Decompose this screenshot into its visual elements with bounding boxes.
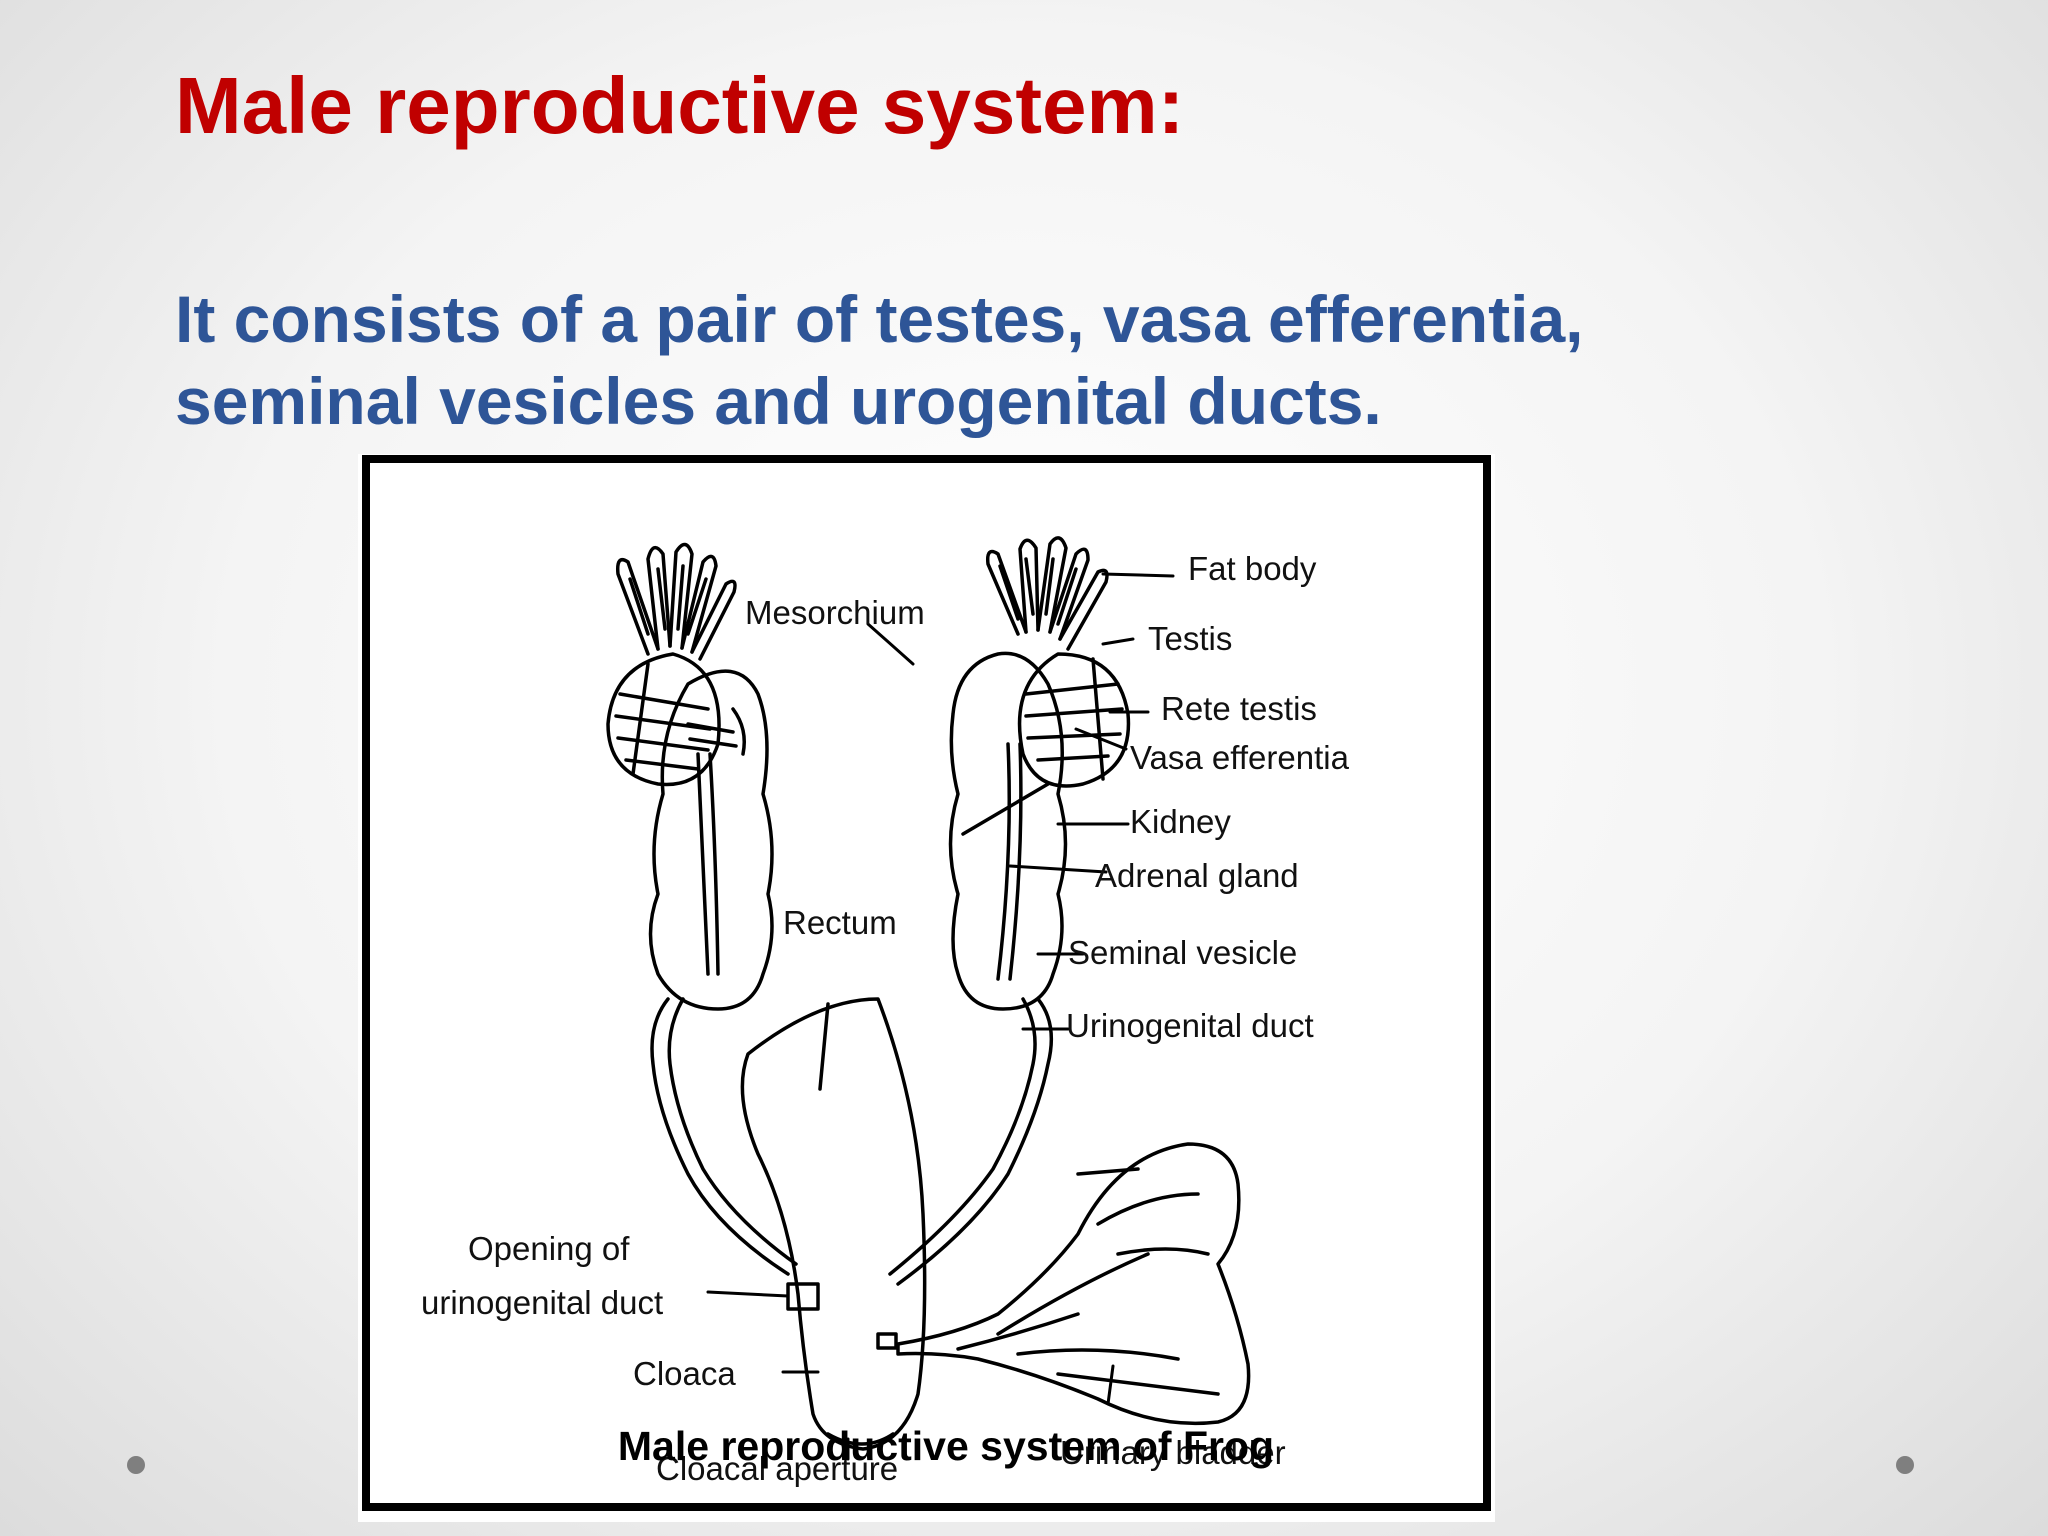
label-testis: Testis xyxy=(1148,620,1232,657)
leader-lines xyxy=(706,572,1175,1461)
nav-dot-left xyxy=(127,1456,145,1474)
label-kidney: Kidney xyxy=(1130,803,1231,840)
left-kidney xyxy=(648,669,774,1011)
label-adrenal-gland: Adrenal gland xyxy=(1095,857,1299,894)
label-rectum: Rectum xyxy=(783,904,897,941)
label-fat-body: Fat body xyxy=(1188,550,1317,587)
rectum-cloaca xyxy=(740,997,927,1451)
right-kidney xyxy=(948,651,1068,1011)
frog-reproductive-diagram: Fat body Mesorchium Testis Rete testis V… xyxy=(358,454,1495,1522)
label-rete-testis: Rete testis xyxy=(1161,690,1317,727)
label-urinogenital-duct: Urinogenital duct xyxy=(1066,1007,1314,1044)
label-vasa-efferentia: Vasa efferentia xyxy=(1130,739,1350,776)
label-cloacal-aperture: Cloacal aperture xyxy=(656,1450,898,1487)
label-seminal-vesicle: Seminal vesicle xyxy=(1068,934,1297,971)
label-opening-line1: Opening of xyxy=(468,1230,630,1267)
label-cloaca: Cloaca xyxy=(633,1355,736,1392)
right-urinogenital-duct xyxy=(888,997,1054,1286)
slide-body-text: It consists of a pair of testes, vasa ef… xyxy=(175,282,1584,438)
label-opening-line2: urinogenital duct xyxy=(421,1284,663,1321)
right-testis xyxy=(1017,652,1131,788)
slide-title: Male reproductive system: xyxy=(175,61,1185,150)
left-fat-body xyxy=(615,542,737,661)
right-fat-body xyxy=(985,536,1109,651)
nav-dot-right xyxy=(1896,1456,1914,1474)
label-mesorchium: Mesorchium xyxy=(745,594,925,631)
label-urinary-bladder: Urinary bladder xyxy=(1060,1434,1286,1471)
figure-caption: Male reproductive system of Frog xyxy=(618,1423,1274,1469)
left-urinogenital-duct xyxy=(650,997,798,1276)
urinary-bladder xyxy=(896,1142,1251,1426)
